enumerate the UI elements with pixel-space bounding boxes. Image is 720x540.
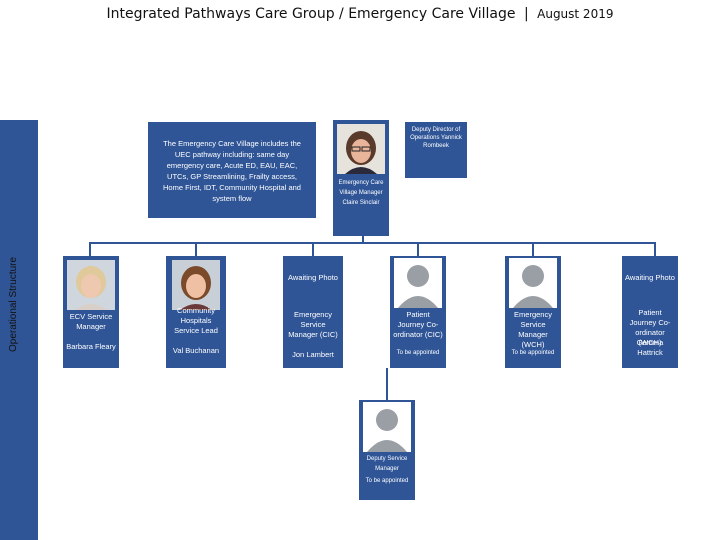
sidebar-bar xyxy=(0,120,38,540)
connector-drop-2 xyxy=(195,242,197,256)
staff-card-1: ECV Service Manager Barbara Fleary xyxy=(63,256,119,368)
silhouette-icon xyxy=(394,258,442,308)
connector-drop-4 xyxy=(417,242,419,256)
connector-drop-5 xyxy=(532,242,534,256)
staff-5-note: To be appointed xyxy=(511,350,555,356)
staff-card-3: Awaiting Photo Emergency Service Manager… xyxy=(283,256,343,368)
silhouette-icon xyxy=(363,402,411,452)
staff-1-role: ECV Service Manager xyxy=(69,312,113,331)
deputy-service-manager-card: Deputy Service Manager To be appointed xyxy=(359,400,415,500)
photo-woman-blonde xyxy=(67,260,115,310)
deputy-director-box: Deputy Director of Operations Yannick Ro… xyxy=(405,122,467,178)
staff-5-role: Emergency Service Manager (WCH) xyxy=(514,310,552,349)
title-text: Integrated Pathways Care Group / Emergen… xyxy=(106,6,516,22)
connector-horizontal xyxy=(89,242,655,244)
title-separator: | xyxy=(523,6,529,22)
staff-2-name: Val Buchanan xyxy=(172,346,220,355)
staff-card-5: Emergency Service Manager (WCH) To be ap… xyxy=(505,256,561,368)
staff-3-name: Jon Lambert xyxy=(292,350,334,359)
staff-4-note: To be appointed xyxy=(396,350,440,356)
connector-drop-6 xyxy=(654,242,656,256)
photo-woman-brunette xyxy=(172,260,220,310)
staff-6-name: Gemma Hattrick xyxy=(636,338,664,357)
silhouette-icon xyxy=(509,258,557,308)
title-date: August 2019 xyxy=(537,7,614,21)
staff-3-role: Emergency Service Manager (CIC) xyxy=(288,310,338,339)
staff-4-role: Patient Journey Co-ordinator (CIC) xyxy=(393,310,443,339)
page-title: Integrated Pathways Care Group / Emergen… xyxy=(0,6,720,22)
connector-drop-deputy xyxy=(386,368,388,400)
staff-card-4: Patient Journey Co-ordinator (CIC) To be… xyxy=(390,256,446,368)
staff-1-name: Barbara Fleary xyxy=(66,342,116,351)
staff-card-2: Community Hospitals Service Lead Val Buc… xyxy=(166,256,226,368)
manager-text: Emergency Care Village Manager Claire Si… xyxy=(338,180,384,206)
manager-photo xyxy=(337,124,385,174)
connector-stem xyxy=(362,236,364,244)
info-box: The Emergency Care Village includes the … xyxy=(148,122,316,218)
staff-2-role: Community Hospitals Service Lead xyxy=(174,306,218,335)
deputy-service-manager-role: Deputy Service Manager xyxy=(366,456,408,472)
staff-3-awaiting: Awaiting Photo xyxy=(288,273,338,282)
connector-drop-1 xyxy=(89,242,91,256)
connector-drop-3 xyxy=(312,242,314,256)
deputy-service-manager-note: To be appointed xyxy=(365,478,409,484)
manager-card: Emergency Care Village Manager Claire Si… xyxy=(333,120,389,236)
staff-6-awaiting: Awaiting Photo xyxy=(625,273,675,282)
staff-card-6: Awaiting Photo Patient Journey Co-ordina… xyxy=(622,256,678,368)
sidebar-label: Operational Structure xyxy=(8,256,19,352)
staff-6-role: Patient Journey Co-ordinator (WCH) xyxy=(629,308,671,347)
